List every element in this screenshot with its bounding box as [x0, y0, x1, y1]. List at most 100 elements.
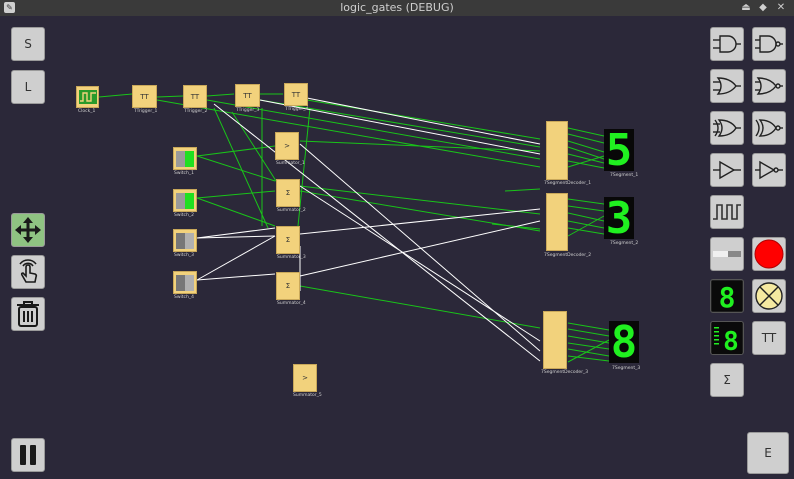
summator-label: Summator_4 — [277, 301, 306, 306]
palette-or-gate[interactable] — [710, 69, 744, 103]
palette-truth-table-button[interactable]: TT — [752, 321, 786, 355]
summator-label: Summator_1 — [276, 161, 305, 166]
decoder-label: 7SegmentDecoder_2 — [544, 253, 592, 258]
circuit-canvas[interactable]: S L — [0, 16, 794, 479]
switch-label: Switch_2 — [174, 213, 194, 218]
palette-switch[interactable] — [710, 237, 744, 271]
touch-tool-button[interactable] — [11, 255, 45, 289]
decoder-label: 7SegmentDecoder_3 — [541, 370, 589, 375]
summator-4[interactable]: Σ — [276, 272, 300, 300]
switch-1[interactable] — [173, 147, 197, 170]
clock-label: Clock_1 — [78, 109, 96, 114]
summator-symbol: > — [302, 374, 308, 382]
clock-icon — [78, 90, 97, 104]
trigger-2[interactable]: TT — [183, 85, 207, 108]
seven-segment-icon: 8 — [712, 281, 742, 311]
lamp-icon — [755, 282, 783, 310]
seven-segment-decoder-2[interactable] — [546, 193, 568, 251]
minimize-icon[interactable]: ⏏ — [741, 2, 751, 13]
palette-clock[interactable] — [710, 195, 744, 229]
trigger-4[interactable]: TT — [284, 83, 308, 106]
palette-not-gate[interactable] — [752, 153, 786, 187]
pause-button[interactable] — [11, 438, 45, 472]
summator-label: Summator_2 — [277, 208, 306, 213]
e-button[interactable]: E — [747, 432, 789, 474]
switch-4[interactable] — [173, 271, 197, 294]
palette-seven-segment[interactable]: 8 — [710, 279, 744, 313]
load-button-label: L — [24, 80, 32, 94]
or-gate-icon — [713, 77, 741, 95]
seven-segment-display-2[interactable]: 3 — [604, 193, 634, 244]
save-button-label: S — [24, 37, 32, 51]
and-gate-icon — [713, 35, 741, 53]
summator-3[interactable]: Σ — [276, 226, 300, 254]
xnor-gate-icon — [755, 119, 783, 137]
close-icon[interactable]: ✕ — [776, 2, 786, 13]
buffer-gate-icon — [713, 160, 741, 180]
load-button[interactable]: L — [11, 70, 45, 104]
led-icon — [754, 239, 784, 269]
save-button[interactable]: S — [11, 27, 45, 61]
summator-1[interactable]: > — [275, 132, 299, 160]
palette-nor-gate[interactable] — [752, 69, 786, 103]
clock-icon — [713, 204, 741, 220]
trash-icon — [17, 301, 39, 327]
summator-symbol: Σ — [285, 282, 291, 290]
clock-component[interactable] — [76, 86, 99, 108]
switch-on-icon — [176, 150, 194, 167]
app-icon: ✎ — [4, 2, 15, 13]
tt-label: TT — [761, 331, 777, 345]
nand-gate-icon — [755, 35, 783, 53]
palette-lamp[interactable] — [752, 279, 786, 313]
seven-segment-decoder-3[interactable] — [543, 311, 567, 369]
trigger-symbol: TT — [140, 92, 149, 101]
palette-seven-segment-decoder[interactable]: 8 — [710, 321, 744, 355]
trigger-3[interactable]: TT — [235, 84, 260, 107]
palette-xor-gate[interactable] — [710, 111, 744, 145]
palette-led[interactable] — [752, 237, 786, 271]
delete-tool-button[interactable] — [11, 297, 45, 331]
seven-segment-display-1[interactable]: 5 — [604, 125, 634, 176]
trigger-label: TTrigger_1 — [134, 109, 158, 114]
seven-segment-decoder-1[interactable] — [546, 121, 568, 180]
switch-on-icon — [176, 192, 194, 209]
palette-summator-button[interactable]: Σ — [710, 363, 744, 397]
switch-icon — [713, 251, 741, 257]
summator-symbol: > — [284, 142, 290, 150]
palette-nand-gate[interactable] — [752, 27, 786, 61]
palette-and-gate[interactable] — [710, 27, 744, 61]
trigger-symbol: TT — [243, 91, 252, 100]
summator-2[interactable]: Σ — [276, 179, 300, 207]
trigger-1[interactable]: TT — [132, 85, 157, 108]
switch-2[interactable] — [173, 189, 197, 212]
display-digit: 5 — [605, 125, 633, 176]
seven-segment-decoder-icon: 8 — [712, 322, 742, 354]
touch-hand-icon — [19, 259, 38, 283]
switch-label: Switch_1 — [174, 171, 194, 176]
maximize-icon[interactable]: ◆ — [759, 2, 767, 13]
switch-off-icon — [176, 274, 194, 291]
not-gate-icon — [755, 160, 783, 180]
summator-5[interactable]: > — [293, 364, 317, 392]
decoder-label: 7SegmentDecoder_1 — [544, 181, 592, 186]
trigger-symbol: TT — [291, 90, 301, 99]
palette-buffer-gate[interactable] — [710, 153, 744, 187]
move-arrows-icon — [15, 217, 41, 243]
svg-text:8: 8 — [719, 281, 736, 311]
title-bar: ✎ logic_gates (DEBUG) ⏏ ◆ ✕ — [0, 0, 794, 16]
summator-label: Summator_3 — [277, 255, 306, 260]
trigger-label: TTrigger_2 — [184, 109, 208, 114]
switch-off-icon — [176, 232, 194, 249]
palette-xnor-gate[interactable] — [752, 111, 786, 145]
seven-segment-display-3[interactable]: 8 — [609, 317, 639, 368]
sum-label: Σ — [723, 373, 731, 387]
move-tool-button[interactable] — [11, 213, 45, 247]
e-label: E — [764, 446, 772, 460]
trigger-label: TTrigger_4 — [285, 107, 309, 112]
display-label: 7Segment_3 — [612, 366, 641, 371]
switch-3[interactable] — [173, 229, 197, 252]
nor-gate-icon — [755, 77, 783, 95]
svg-text:8: 8 — [723, 327, 739, 354]
display-digit: 8 — [610, 317, 638, 368]
switch-label: Switch_4 — [174, 295, 194, 300]
